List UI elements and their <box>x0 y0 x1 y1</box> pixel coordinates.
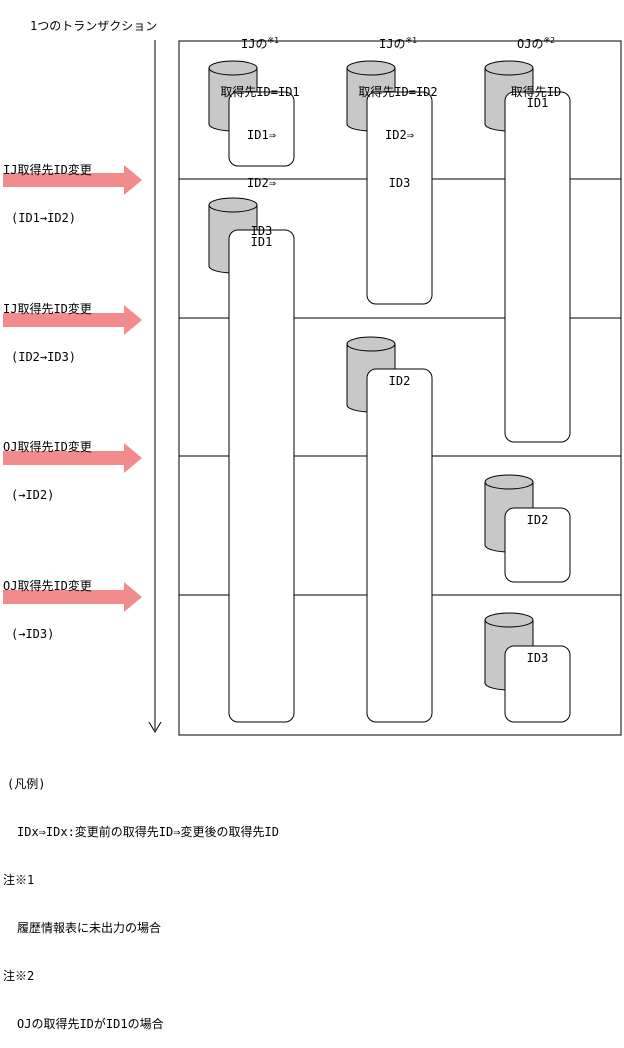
note1-label: 注※1 <box>3 873 35 887</box>
record-card-r3 <box>504 91 571 443</box>
note2-text: OJの取得先IDがID1の場合 <box>17 1017 164 1031</box>
column-header-line2: 取得先ID <box>510 85 562 99</box>
column-header-ij-id2: IJの※1 取得先ID=ID2 <box>338 4 458 116</box>
record-line: ID1⇒ <box>247 128 276 142</box>
column-header-line2: 取得先ID=ID1 <box>220 85 300 99</box>
column-header-line1: IJの <box>241 37 268 51</box>
record-line: ID2⇒ <box>385 128 414 142</box>
record-line: ID3 <box>250 224 273 238</box>
note1-text: 履歴情報表に未出力の場合 <box>17 921 162 935</box>
record-card-r5 <box>366 368 433 723</box>
legend-line: IDx⇒IDx:変更前の取得先ID⇒変更後の取得先ID <box>17 825 279 839</box>
transaction-label: 1つのトランザクション <box>30 19 158 33</box>
record-text-r3: ID1 <box>526 96 549 110</box>
record-text-r7: ID3 <box>526 651 549 665</box>
event-title: OJ取得先ID変更 <box>3 579 92 593</box>
column-header-line2: 取得先ID=ID2 <box>358 85 438 99</box>
note2-label: 注※2 <box>3 969 35 983</box>
event-detail: (ID1→ID2) <box>11 211 77 225</box>
event-title: IJ取得先ID変更 <box>3 163 92 177</box>
record-text-r4: ID1 <box>250 235 273 249</box>
record-text-r2: ID2⇒ ID3 <box>367 95 432 207</box>
event-arrow <box>3 305 142 335</box>
record-card-r4 <box>228 229 295 723</box>
record-card-r6 <box>504 507 571 583</box>
record-card-r7 <box>504 645 571 723</box>
event-label-1: IJ取得先ID変更 (ID1→ID2) <box>3 130 92 242</box>
event-label-2: IJ取得先ID変更 (ID2→ID3) <box>3 269 92 381</box>
event-title: OJ取得先ID変更 <box>3 440 92 454</box>
legend: (凡例) IDx⇒IDx:変更前の取得先ID⇒変更後の取得先ID 注※1 履歴情… <box>3 744 279 1048</box>
record-card-r2 <box>366 91 433 305</box>
event-arrow <box>3 165 142 195</box>
record-text-r6: ID2 <box>526 513 549 527</box>
event-label-3: OJ取得先ID変更 (→ID2) <box>3 407 92 519</box>
column-header-note: ※1 <box>267 36 279 45</box>
diagram-canvas <box>3 40 622 736</box>
legend-title: (凡例) <box>7 777 46 791</box>
event-arrow <box>3 443 142 473</box>
event-label-4: OJ取得先ID変更 (→ID3) <box>3 546 92 658</box>
record-line: ID2⇒ <box>247 176 276 190</box>
timeline-arrowhead <box>148 721 162 733</box>
event-detail: (ID2→ID3) <box>11 350 77 364</box>
event-title: IJ取得先ID変更 <box>3 302 92 316</box>
column-header-oj: OJの※2 取得先ID <box>476 4 596 116</box>
event-detail: (→ID2) <box>11 488 55 502</box>
column-header-line1: OJの <box>517 37 544 51</box>
event-detail: (→ID3) <box>11 627 55 641</box>
column-header-note: ※1 <box>405 36 417 45</box>
event-arrow <box>3 582 142 612</box>
column-header-note: ※2 <box>543 36 555 45</box>
record-line: ID3 <box>388 176 411 190</box>
column-header-line1: IJの <box>379 37 406 51</box>
record-text-r5: ID2 <box>388 374 411 388</box>
record-card-r1 <box>228 91 295 167</box>
record-text-r1: ID1⇒ ID2⇒ ID3 <box>229 95 294 255</box>
table-frame <box>178 40 622 736</box>
column-header-ij-id1: IJの※1 取得先ID=ID1 <box>200 4 320 116</box>
